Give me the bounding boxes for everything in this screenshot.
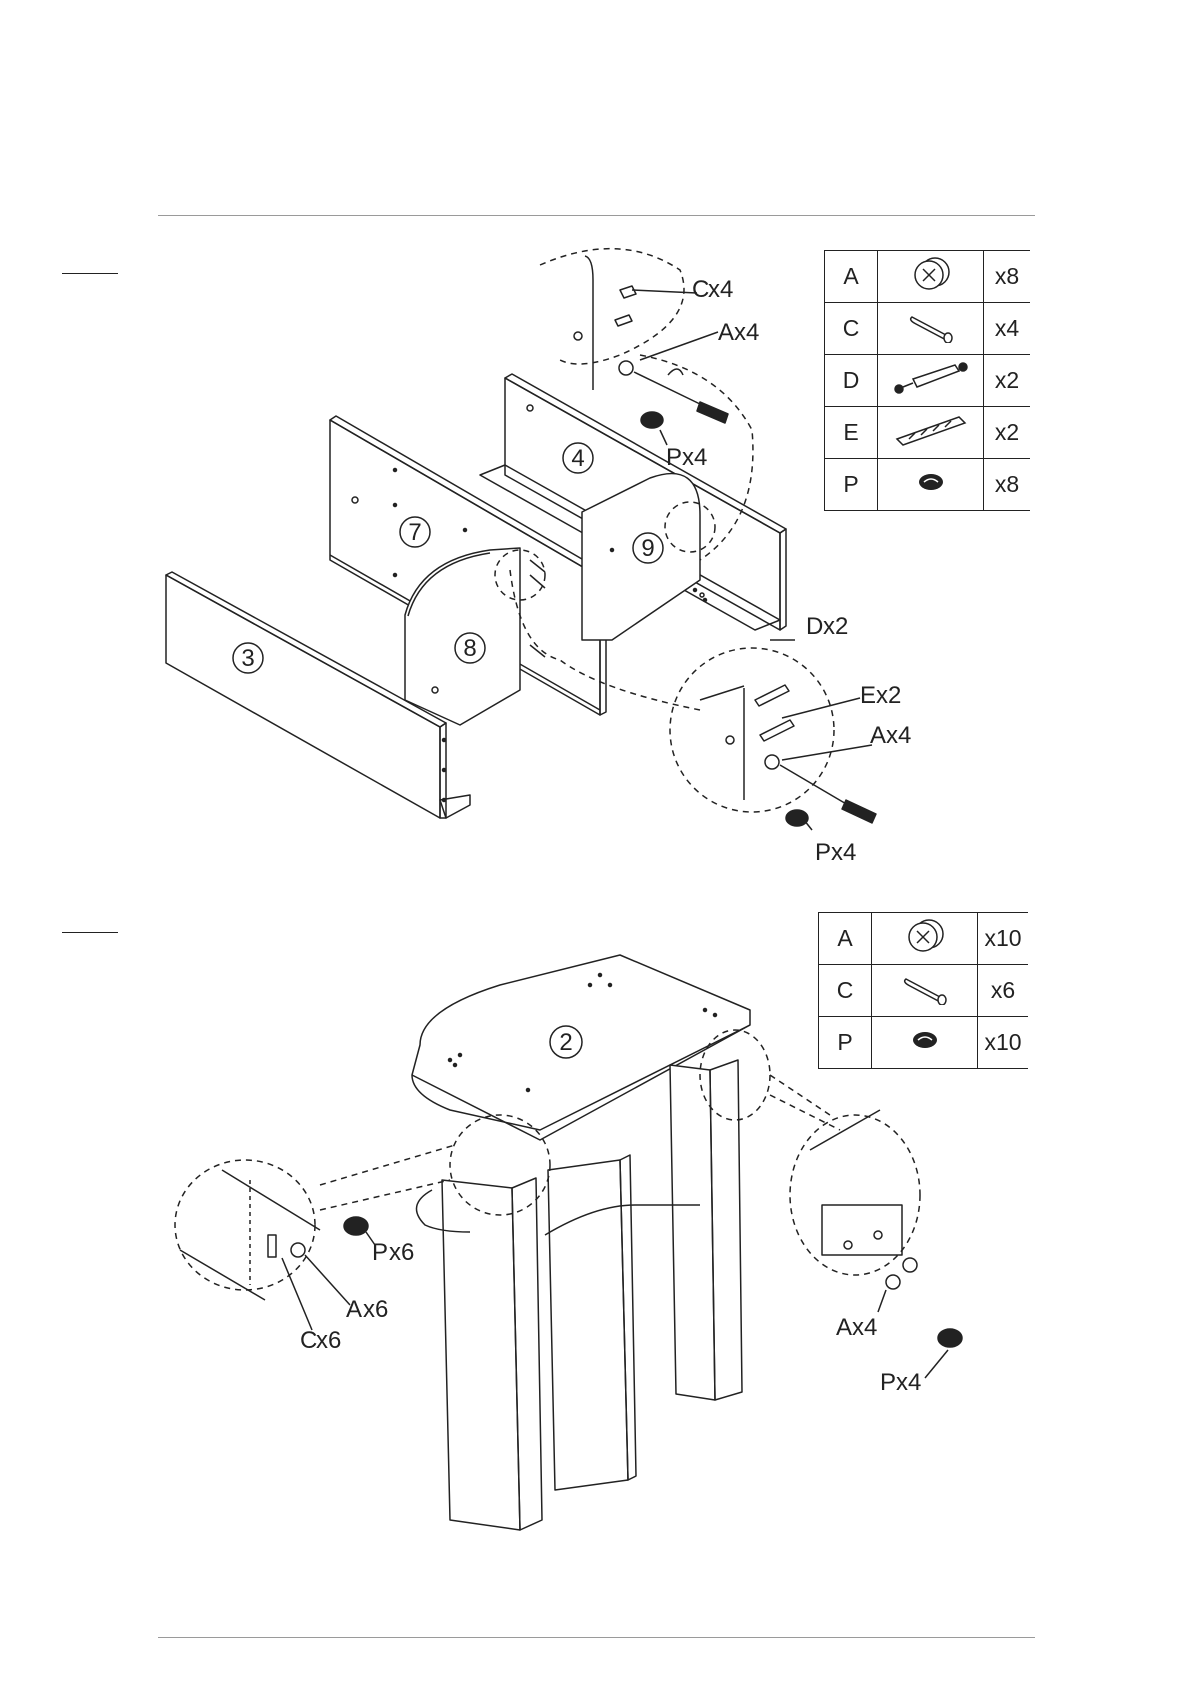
wood-dowel-icon (872, 965, 978, 1017)
part-quantity: x8 (984, 251, 1031, 303)
part-quantity: x4 (984, 303, 1031, 355)
callout-letter: A (836, 1314, 852, 1341)
part-letter: D (825, 355, 878, 407)
parts-row: C x6 (819, 965, 1029, 1017)
part-letter: E (825, 407, 878, 459)
callout-count: x4 (886, 722, 911, 749)
fluted-dowel-icon (878, 407, 984, 459)
part-letter: A (825, 251, 878, 303)
callout-count: x6 (389, 1239, 414, 1266)
part-quantity: x2 (984, 407, 1031, 459)
parts-row: A x8 (825, 251, 1031, 303)
panel-label-9: 9 (641, 535, 654, 562)
parts-row: A x10 (819, 913, 1029, 965)
cover-cap-icon (872, 1017, 978, 1069)
parts-table-step-2: A x10 C x6 P x10 (818, 912, 1028, 1069)
callout-letter: D (806, 613, 823, 640)
callout-count: x4 (852, 1314, 877, 1341)
step2-sides-drawing (416, 1060, 742, 1530)
part-quantity: x2 (984, 355, 1031, 407)
parts-table-step-1: A x8 C x4 D x2 E x2 P x8 (824, 250, 1030, 511)
callout-count: x4 (682, 444, 707, 471)
callout-letter: C (300, 1327, 317, 1354)
part-letter: C (825, 303, 878, 355)
callout-count: x4 (896, 1369, 921, 1396)
callout-count: x4 (734, 319, 759, 346)
part-letter: A (819, 913, 872, 965)
parts-row: P x10 (819, 1017, 1029, 1069)
part-quantity: x6 (978, 965, 1029, 1017)
parts-row: C x4 (825, 303, 1031, 355)
callout-letter: A (346, 1296, 362, 1323)
callout-count: x2 (876, 682, 901, 709)
part-letter: P (819, 1017, 872, 1069)
parts-row: D x2 (825, 355, 1031, 407)
callout-letter: C (692, 276, 709, 303)
cam-lock-icon (878, 251, 984, 303)
connecting-bolt-icon (878, 355, 984, 407)
part-quantity: x10 (978, 1017, 1029, 1069)
wood-dowel-icon (878, 303, 984, 355)
callout-letter: P (815, 839, 831, 866)
parts-row: P x8 (825, 459, 1031, 511)
panel-label-7: 7 (408, 519, 421, 546)
callout-count: x6 (363, 1296, 388, 1323)
callout-count: x6 (316, 1327, 341, 1354)
callout-count: x2 (823, 613, 848, 640)
callout-letter: P (880, 1369, 896, 1396)
part-letter: P (825, 459, 878, 511)
panel-label-2: 2 (559, 1029, 572, 1056)
part-quantity: x10 (978, 913, 1029, 965)
callout-letter: A (718, 319, 734, 346)
parts-row: E x2 (825, 407, 1031, 459)
part-letter: C (819, 965, 872, 1017)
callout-letter: A (870, 722, 886, 749)
cam-lock-icon (872, 913, 978, 965)
panel-label-8: 8 (463, 635, 476, 662)
callout-letter: P (666, 444, 682, 471)
callout-count: x4 (831, 839, 856, 866)
callout-count: x4 (708, 276, 733, 303)
callout-letter: P (372, 1239, 388, 1266)
part-quantity: x8 (984, 459, 1031, 511)
callout-letter: E (860, 682, 876, 709)
panel-label-4: 4 (571, 445, 584, 472)
cover-cap-icon (878, 459, 984, 511)
panel-label-3: 3 (241, 645, 254, 672)
